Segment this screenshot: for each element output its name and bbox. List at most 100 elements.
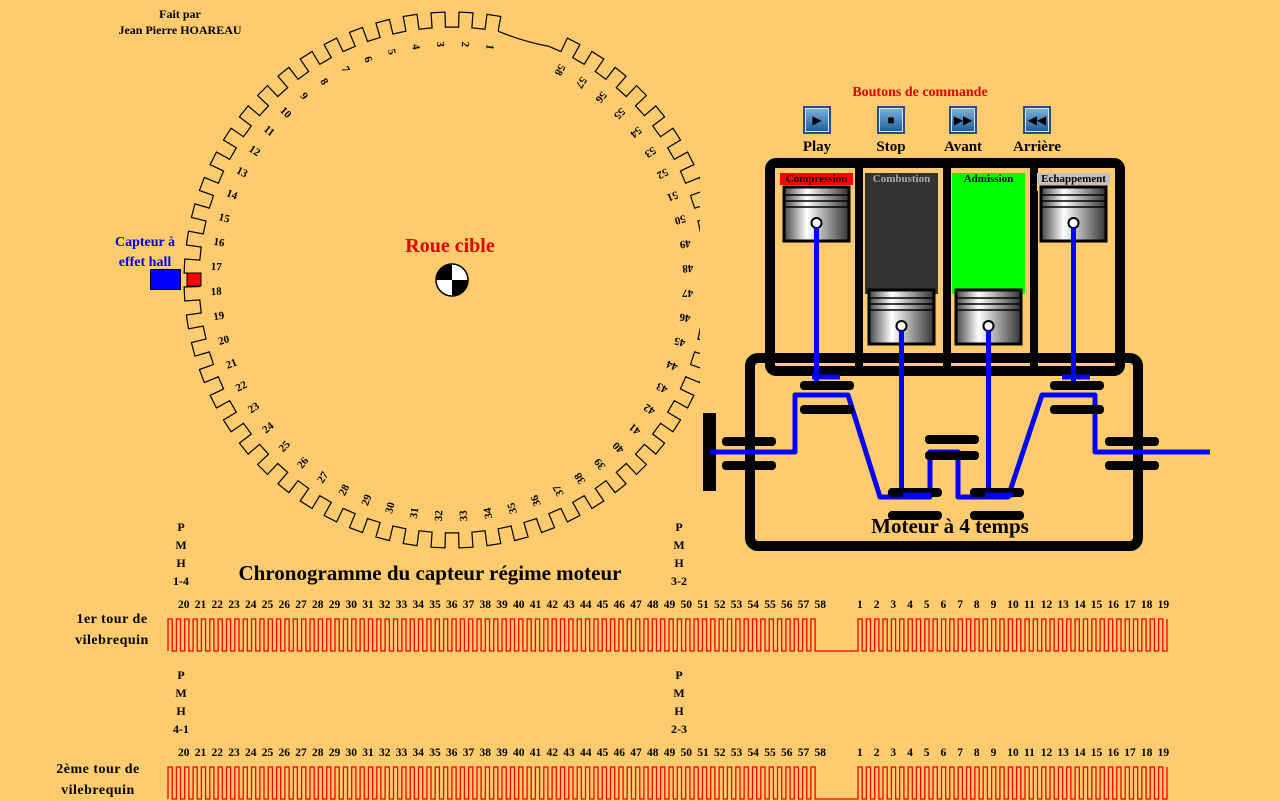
tooth-number: 21	[194, 747, 207, 759]
tooth-number: 43	[563, 747, 575, 759]
stroke-label: Echappement	[1041, 173, 1106, 185]
cylinder-wall	[1030, 167, 1038, 367]
tooth-number: 44	[580, 747, 592, 759]
sensor-label-line1: Capteur à	[114, 235, 176, 250]
hall-sensor	[150, 269, 181, 290]
turn1-label: 1er tour de vilebrequin	[75, 612, 149, 648]
target-wheel: 1234567891011121314151617181920212223242…	[183, 11, 700, 549]
tooth-number: 3	[890, 599, 897, 611]
tooth-number: 6	[940, 747, 947, 759]
tooth-number: 36	[446, 599, 458, 611]
tooth-number: 11	[1024, 747, 1035, 759]
tooth-number: 41	[529, 599, 542, 611]
tooth-number: 13	[1057, 599, 1069, 611]
tooth-number: 3	[890, 747, 897, 759]
wheel-tooth-number: 4	[409, 43, 422, 51]
wheel-tooth-number: 8	[317, 76, 330, 88]
tooth-number: 32	[379, 599, 391, 611]
bearing	[1050, 381, 1104, 390]
tooth-number: 53	[730, 599, 743, 611]
rewind-button[interactable]: ◀◀	[1023, 106, 1051, 134]
tooth-number: 26	[278, 599, 291, 611]
pmh-marker-3-2: P M H 3-2	[671, 520, 687, 588]
tooth-number: 37	[462, 599, 475, 611]
tooth-number: 49	[663, 599, 676, 611]
stroke-label: Compression	[786, 173, 848, 185]
tooth-number: 55	[764, 747, 776, 759]
stop-button[interactable]: ■	[877, 106, 905, 134]
tooth-number: 27	[295, 599, 307, 611]
wheel-tooth-number: 32	[433, 509, 446, 521]
bearing	[800, 381, 854, 390]
tooth-number: 48	[647, 599, 659, 611]
tooth-number: 18	[1140, 747, 1153, 759]
bearing	[1105, 461, 1159, 470]
tooth-number: 23	[228, 747, 240, 759]
tooth-number: 32	[379, 747, 391, 759]
tooth-number: 29	[328, 747, 341, 759]
tooth-number: 18	[1140, 599, 1153, 611]
tooth-number: 56	[781, 747, 793, 759]
wheel-tooth-number: 50	[673, 212, 687, 227]
wheel-tooth-number: 18	[210, 286, 222, 299]
tooth-number: 54	[747, 747, 760, 759]
tooth-number: 50	[680, 599, 693, 611]
wheel-center-icon	[435, 263, 469, 297]
tooth-number: 19	[1157, 747, 1170, 759]
stroke-label-bg	[865, 173, 938, 185]
wheel-tooth-number: 29	[359, 492, 374, 507]
tooth-number: 42	[546, 747, 559, 759]
bearing	[925, 435, 979, 444]
forward-button[interactable]: ▶▶	[949, 106, 977, 134]
tooth-number: 13	[1057, 747, 1069, 759]
tooth-number: 8	[973, 747, 980, 759]
tooth-number: 52	[714, 747, 726, 759]
turn2-label: 2ème tour de vilebrequin	[56, 762, 140, 798]
wheel-tooth-number: 19	[212, 310, 225, 324]
stroke-label-bg	[1037, 173, 1110, 185]
tooth-number: 42	[546, 599, 559, 611]
tooth-number: 9	[990, 747, 997, 759]
tooth-number: 30	[345, 747, 358, 759]
bearing	[970, 511, 1024, 520]
stop-icon: ■	[887, 112, 895, 127]
tdc-marker	[186, 272, 202, 287]
tooth-number: 43	[563, 599, 575, 611]
tooth-number: 51	[697, 747, 709, 759]
tooth-number: 39	[496, 599, 508, 611]
tooth-number: 22	[211, 599, 224, 611]
tooth-number: 12	[1040, 747, 1053, 759]
play-button[interactable]: ▶	[803, 106, 831, 134]
tooth-number: 34	[412, 599, 425, 611]
tooth-number: 28	[312, 747, 324, 759]
tooth-number: 45	[596, 747, 609, 759]
tooth-number: 14	[1074, 747, 1086, 759]
tooth-number: 23	[228, 599, 240, 611]
flywheel	[703, 413, 716, 491]
tooth-number: 37	[462, 747, 475, 759]
tooth-number: 26	[278, 747, 291, 759]
chronogram-title: Chronogramme du capteur régime moteur	[238, 561, 622, 585]
stop-label: Stop	[876, 139, 906, 155]
bearing	[925, 451, 979, 460]
sensor-label: Capteur à effet hall	[100, 233, 190, 273]
tooth-number: 50	[680, 747, 693, 759]
stroke-label: Combustion	[873, 173, 930, 185]
wheel-tooth-number: 6	[361, 55, 374, 65]
tooth-number: 15	[1090, 747, 1103, 759]
wheel-tooth-number: 20	[217, 333, 231, 348]
stop-control: ■ Stop	[856, 106, 926, 156]
wheel-tooth-number: 2	[459, 41, 471, 48]
sensor-label-line2: effet hall	[118, 255, 172, 270]
tooth-number: 30	[345, 599, 358, 611]
tooth-number: 29	[328, 599, 341, 611]
wheel-tooth-number: 30	[383, 501, 398, 515]
author-line1: Fait par	[159, 7, 201, 21]
bearing	[888, 511, 942, 520]
wheel-teeth-outline	[183, 11, 700, 549]
wheel-tooth-number: 35	[505, 501, 520, 515]
wheel-tooth-number: 51	[665, 188, 680, 203]
tooth-number: 16	[1107, 599, 1120, 611]
tooth-number: 28	[312, 599, 324, 611]
